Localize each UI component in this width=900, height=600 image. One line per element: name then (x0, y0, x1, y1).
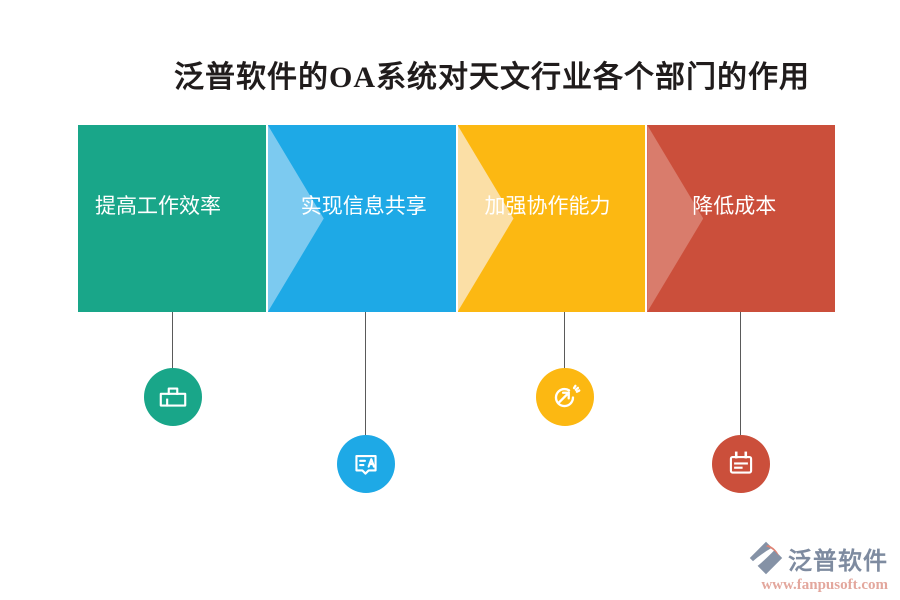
block-label: 实现信息共享 (300, 194, 427, 218)
brand-footer: 泛普软件 www.fanpusoft.com (748, 540, 888, 594)
connector-line (564, 312, 565, 368)
brand-url: www.fanpusoft.com (761, 577, 888, 593)
block-info-sharing: 实现信息共享 (267, 125, 456, 312)
block-label: 提高工作效率 (95, 194, 221, 218)
block-improve-efficiency: 提高工作效率 (78, 125, 266, 312)
toolbox-icon (144, 368, 202, 426)
fanpu-logo-icon (749, 541, 783, 575)
connector-line (740, 312, 741, 435)
calendar-icon (712, 435, 770, 493)
block-collaboration: 加强协作能力 (457, 125, 646, 312)
page-title: 泛普软件的OA系统对天文行业各个部门的作用 (174, 61, 810, 94)
brand-name: 泛普软件 (788, 548, 888, 575)
block-label: 降低成本 (692, 194, 777, 218)
collab-refresh-icon (536, 368, 594, 426)
chat-translate-icon (337, 435, 395, 493)
block-label: 加强协作能力 (484, 194, 611, 218)
block-cost-reduction: 降低成本 (647, 125, 835, 312)
connector-line (365, 312, 366, 435)
benefit-blocks-row: 提高工作效率 实现信息共享 加强协作能力 降低成本 (78, 125, 835, 312)
connector-line (172, 312, 173, 368)
